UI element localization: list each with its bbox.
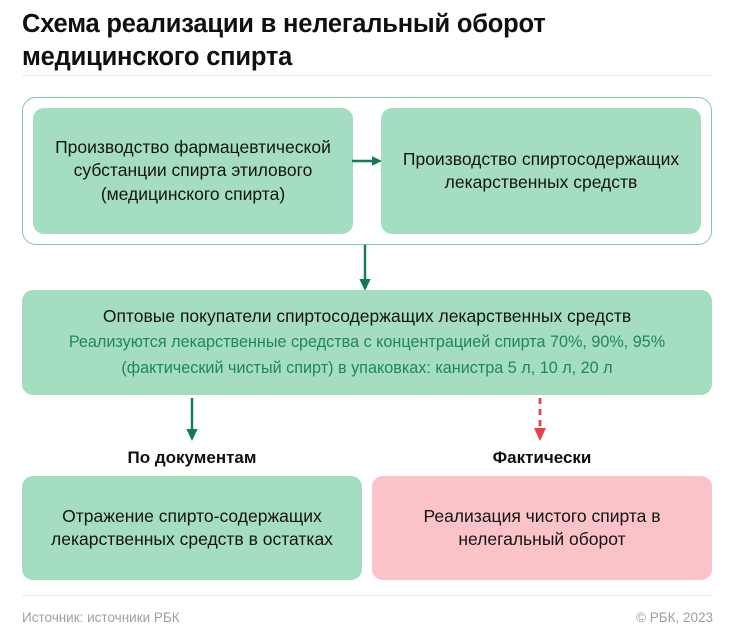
source-note: Источник: источники РБК	[22, 610, 180, 625]
wholesale-detail-line-1: Реализуются лекарственные средства с кон…	[68, 333, 666, 351]
copyright-note: © РБК, 2023	[636, 610, 713, 625]
arrow-down-dashed-icon	[534, 398, 546, 441]
arrow-down-solid-icon	[186, 398, 198, 441]
label-actual: Фактически	[492, 448, 592, 467]
box-alcohol-containing-drugs-production: Производство спиртосодержащих лекарствен…	[381, 108, 701, 234]
box-reported-in-stock: Отражение спирто-содержащих лекарственны…	[22, 476, 362, 580]
production-stage-container: Производство фармацевтической субстанции…	[22, 97, 712, 245]
label-by-documents: По документам	[127, 448, 257, 467]
title-divider	[22, 75, 712, 76]
page-title: Схема реализации в нелегальный оборот ме…	[22, 10, 546, 71]
footer-divider	[22, 595, 712, 596]
box-wholesale-buyers: Оптовые покупатели спиртосодержащих лека…	[22, 290, 712, 395]
arrow-down-icon	[359, 245, 371, 291]
box-illegal-turnover: Реализация чистого спирта в нелегальный …	[372, 476, 712, 580]
wholesale-heading: Оптовые покупатели спиртосодержащих лека…	[102, 306, 632, 326]
box-pharma-substance-production: Производство фармацевтической субстанции…	[33, 108, 353, 234]
arrow-right-icon	[352, 156, 382, 166]
wholesale-detail-line-2: (фактический чистый спирт) в упаковках: …	[121, 359, 613, 377]
